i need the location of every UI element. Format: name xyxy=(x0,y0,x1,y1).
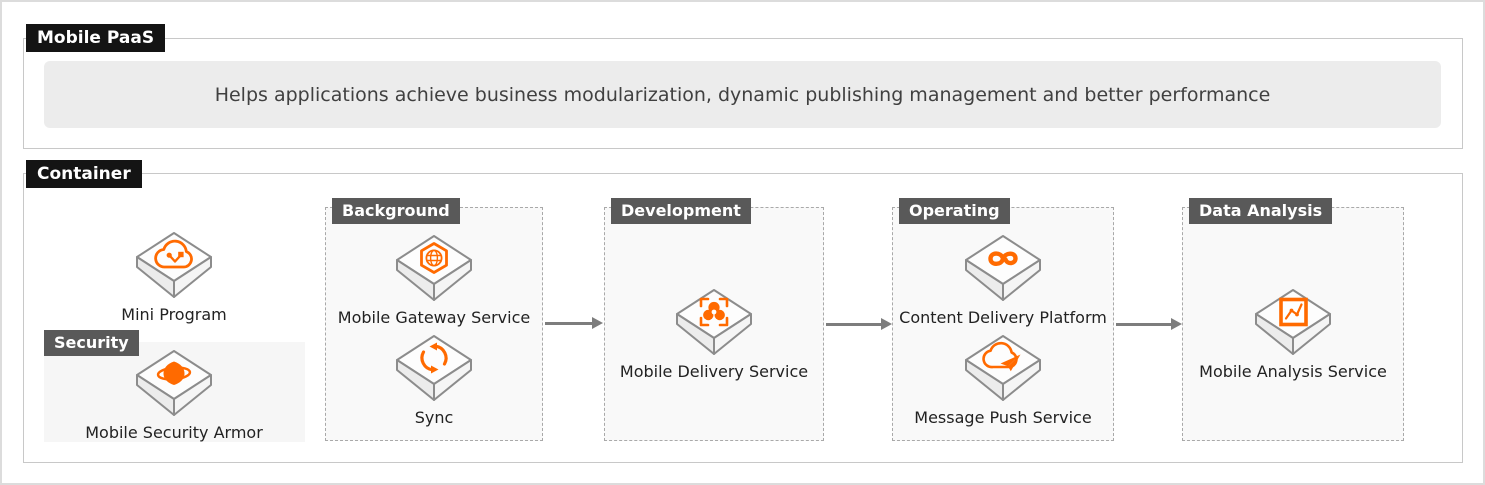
flow-arrow-operating-to-data-analysis xyxy=(1116,318,1182,330)
message-push-service-label: Message Push Service xyxy=(914,408,1092,427)
security-group-label: Security xyxy=(44,330,139,356)
flow-arrow-background-to-development xyxy=(545,317,603,329)
operating-group-label: Operating xyxy=(899,198,1010,224)
background-group-label: Background xyxy=(332,198,460,224)
data-analysis-group-label: Data Analysis xyxy=(1189,198,1333,224)
content-delivery-icon xyxy=(965,235,1041,301)
mobile-paas-description: Helps applications achieve business modu… xyxy=(44,61,1441,128)
mobile-delivery-service-label: Mobile Delivery Service xyxy=(619,362,809,381)
mobile-gateway-service-label: Mobile Gateway Service xyxy=(337,308,531,327)
development-group-label: Development xyxy=(611,198,751,224)
message-push-service-item: Message Push Service xyxy=(893,333,1113,427)
mobile-analysis-icon xyxy=(1255,289,1331,355)
sync-item: Sync xyxy=(334,333,534,427)
mobile-analysis-service-item: Mobile Analysis Service xyxy=(1183,287,1403,381)
message-push-icon xyxy=(965,335,1041,401)
mobile-paas-section-label: Mobile PaaS xyxy=(26,24,166,52)
mobile-analysis-service-label: Mobile Analysis Service xyxy=(1199,362,1387,381)
mini-program-icon xyxy=(136,232,212,298)
sync-label: Sync xyxy=(414,408,454,427)
container-section-label: Container xyxy=(26,160,142,188)
security-armor-icon xyxy=(136,350,212,416)
mobile-gateway-service-item: Mobile Gateway Service xyxy=(334,233,534,327)
mobile-delivery-icon xyxy=(676,289,752,355)
content-delivery-platform-label: Content Delivery Platform xyxy=(899,308,1107,327)
mini-program-label: Mini Program xyxy=(121,305,227,324)
mobile-gateway-icon xyxy=(396,235,472,301)
mobile-security-armor-item: Mobile Security Armor xyxy=(74,348,274,442)
content-delivery-platform-item: Content Delivery Platform xyxy=(893,233,1113,327)
mobile-security-armor-label: Mobile Security Armor xyxy=(85,423,263,442)
flow-arrow-development-to-operating xyxy=(826,318,892,330)
sync-icon xyxy=(396,335,472,401)
mini-program-item: Mini Program xyxy=(74,230,274,324)
mobile-delivery-service-item: Mobile Delivery Service xyxy=(604,287,824,381)
